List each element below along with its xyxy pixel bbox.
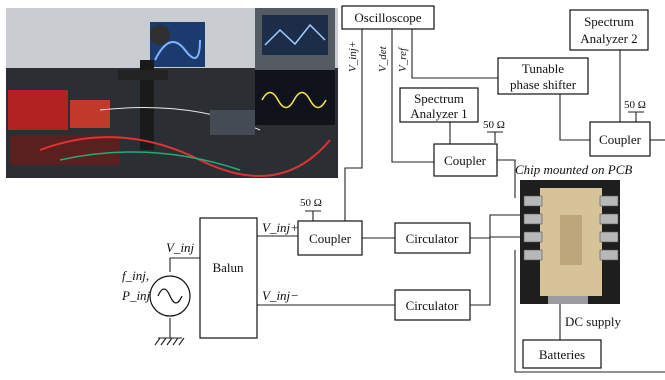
circulator-2-label: Circulator: [406, 298, 459, 313]
circulator-1-label: Circulator: [406, 231, 459, 246]
v-inj-plus-label: V_inj+: [262, 220, 299, 235]
annotations: 50 Ω 50 Ω 50 Ω V_inj+ V_det V_ref V_inj …: [121, 41, 646, 329]
circulator-1-block: Circulator: [394, 222, 471, 254]
spectrum-analyzer-2-label-line2: Analyzer 2: [580, 31, 637, 46]
batteries-label: Batteries: [539, 347, 585, 362]
spectrum-analyzer-1-label: Spectrum: [414, 91, 464, 106]
f-inj-label: f_inj,: [122, 268, 149, 283]
coupler-top-label: Coupler: [444, 153, 487, 168]
signal-source-icon: [149, 275, 191, 317]
ohm-label-top: 50 Ω: [483, 119, 505, 131]
spectrum-analyzer-1-block: Spectrum Analyzer 1: [399, 87, 479, 123]
ohm-label-bottom: 50 Ω: [300, 197, 322, 209]
phase-shifter-label: Tunable: [522, 61, 564, 76]
spectrum-analyzer-1-label-line2: Analyzer 1: [410, 106, 467, 121]
v-inj-minus-label: V_inj−: [262, 288, 299, 303]
oscilloscope-block: Oscilloscope: [341, 5, 435, 30]
lab-photo: [6, 8, 338, 178]
balun-label: Balun: [212, 260, 244, 275]
batteries-block: Batteries: [522, 339, 602, 369]
dc-supply-label: DC supply: [565, 314, 621, 329]
coupler-right-block: Coupler: [589, 121, 651, 157]
chip-caption: Chip mounted on PCB: [515, 162, 632, 177]
phase-shifter-label-line2: phase shifter: [510, 77, 577, 92]
balun-block: Balun: [199, 217, 258, 339]
phase-shifter-block: Tunable phase shifter: [497, 57, 589, 95]
p-inj-label: P_inj: [121, 288, 151, 303]
v-inj-label: V_inj: [166, 240, 195, 255]
coupler-right-label: Coupler: [599, 132, 642, 147]
v-det-label: V_det: [377, 45, 389, 72]
coupler-top-block: Coupler: [433, 143, 498, 177]
wires: [154, 29, 665, 373]
spectrum-analyzer-2-label: Spectrum: [584, 14, 634, 29]
v-inj-plus-vertical-label: V_inj+: [347, 41, 359, 72]
spectrum-analyzer-2-block: Spectrum Analyzer 2: [569, 9, 649, 51]
circulator-2-block: Circulator: [394, 289, 471, 321]
coupler-bottom-label: Coupler: [309, 231, 352, 246]
chip-pcb-photo: [520, 180, 620, 304]
oscilloscope-label: Oscilloscope: [354, 10, 421, 25]
ohm-label-right: 50 Ω: [624, 99, 646, 111]
v-ref-label: V_ref: [397, 46, 409, 72]
coupler-bottom-block: Coupler: [297, 220, 363, 256]
